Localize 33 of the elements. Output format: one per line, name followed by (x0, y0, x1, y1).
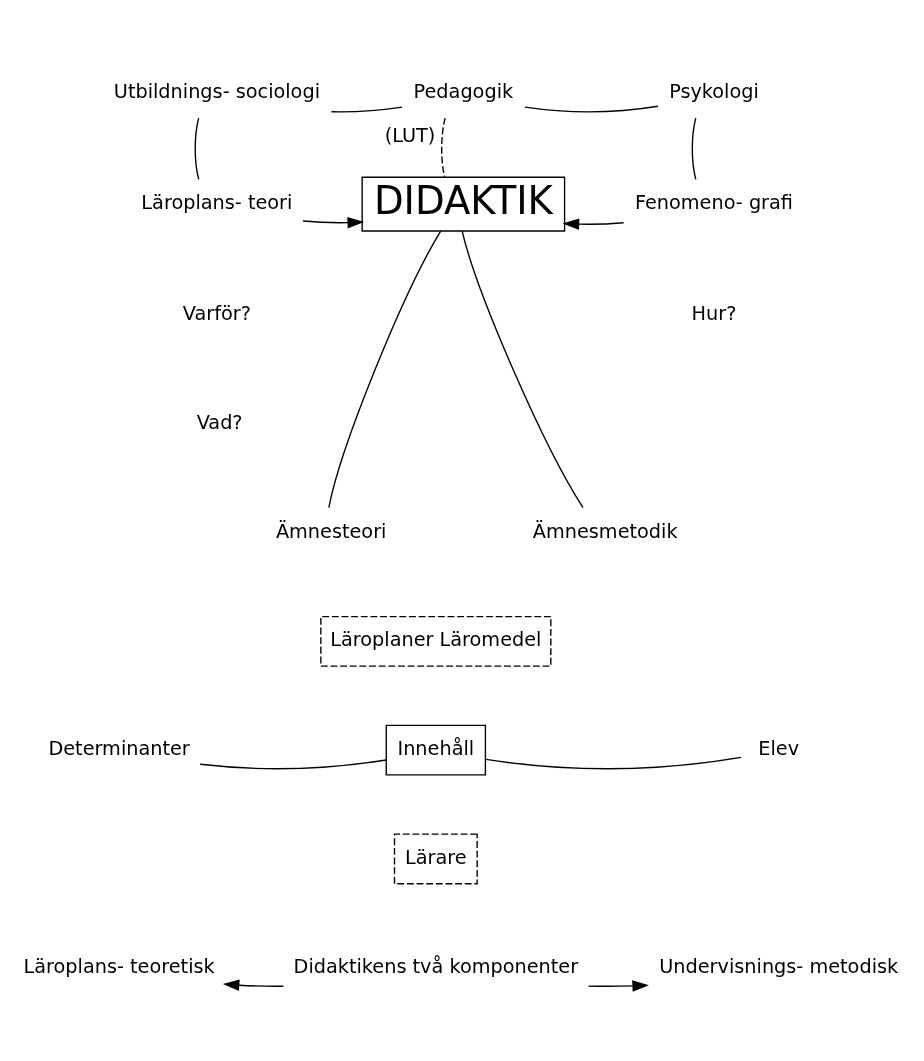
label: Hur? (691, 302, 737, 326)
node-text: Ämnesmetodik (532, 519, 678, 543)
node-text: Pedagogik (413, 80, 514, 104)
node-text: Psykologi (669, 80, 759, 104)
arrow (222, 979, 285, 991)
connector (524, 105, 659, 113)
label: Varför? (182, 302, 251, 326)
node-text: Läroplans- teori (141, 191, 293, 215)
node-text: Utbildnings- sociologi (113, 80, 320, 104)
edge-label: (LUT) (384, 124, 436, 148)
node-text: Läroplans- teoretisk (23, 954, 215, 978)
node-text: Undervisnings- metodisk (659, 954, 899, 978)
connector (328, 230, 442, 509)
node-text: Ämnesteori (275, 519, 387, 543)
connector (194, 117, 200, 181)
connector (461, 230, 584, 509)
connector (485, 756, 742, 770)
node-box: Läroplaner Läromedel (320, 615, 552, 667)
node-box: Lärare (393, 833, 478, 885)
connector (330, 106, 403, 113)
node-box: Innehåll (385, 724, 487, 776)
node-text: Elev (758, 737, 800, 761)
arrow (562, 218, 625, 230)
connector (441, 117, 446, 178)
node-text: Determinanter (48, 737, 190, 761)
node-text: Didaktikens två komponenter (293, 954, 579, 978)
node-text: Fenomeno- grafi (634, 191, 794, 215)
arrow (302, 216, 364, 229)
label: Vad? (196, 410, 243, 434)
connector (199, 759, 387, 770)
connector (691, 117, 697, 181)
arrow (587, 980, 649, 992)
node-box: DIDAKTIK (361, 176, 566, 232)
